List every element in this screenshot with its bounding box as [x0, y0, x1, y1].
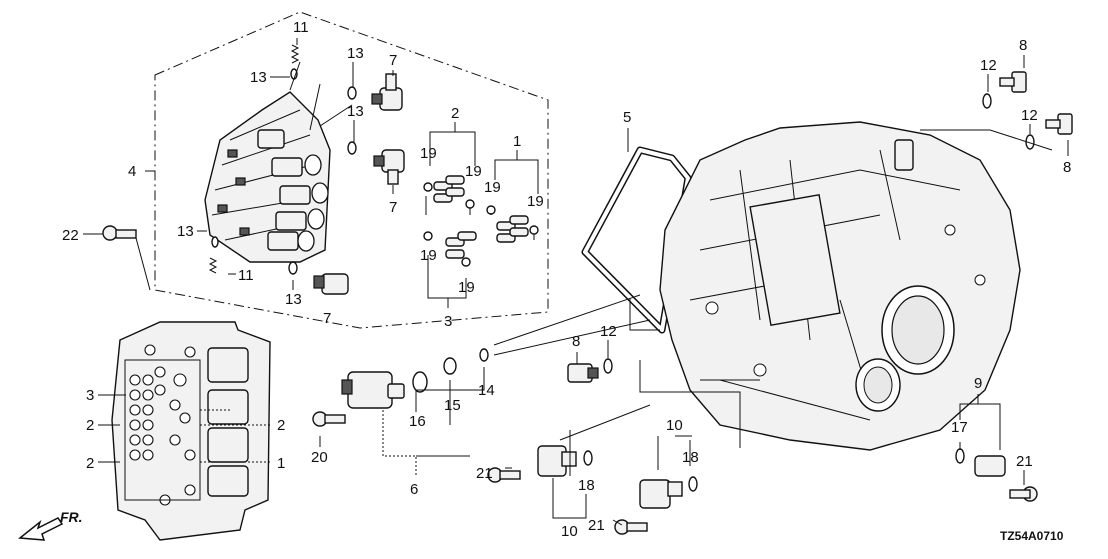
callout-13-upper: 13 — [347, 45, 364, 62]
callout-12-top: 12 — [980, 57, 997, 74]
pressure-switch-7-middle — [373, 149, 405, 185]
callout-22: 22 — [62, 227, 79, 244]
transmission-case — [659, 121, 1021, 451]
callout-3-upper: 3 — [444, 313, 452, 330]
callout-2-plan-right: 2 — [277, 417, 285, 434]
callout-19-a: 19 — [420, 145, 437, 162]
callout-13-lower: 13 — [285, 291, 302, 308]
callout-19-d: 19 — [527, 193, 544, 210]
washers-12 — [603, 93, 1035, 374]
diagram-code: TZ54A0710 — [1000, 529, 1064, 543]
callout-10-upper: 10 — [666, 417, 683, 434]
callout-13-middle: 13 — [347, 103, 364, 120]
callout-15: 15 — [444, 397, 461, 414]
spring-11-bottom — [208, 257, 218, 274]
o-rings-18 — [583, 450, 698, 492]
spring-11-top — [290, 44, 300, 64]
callout-2-plan-left-a: 2 — [86, 417, 94, 434]
callout-12-mid: 12 — [600, 323, 617, 340]
callout-19-f: 19 — [458, 279, 475, 296]
bolts-21 — [487, 467, 1038, 535]
callout-18-right: 18 — [682, 449, 699, 466]
callout-21-bottom: 21 — [588, 517, 605, 534]
valve-body-plan — [111, 321, 271, 541]
solenoid-assembly — [341, 371, 405, 409]
callout-7-upper: 7 — [389, 52, 397, 69]
valve-set-1 — [496, 215, 529, 243]
callout-7-lower: 7 — [323, 310, 331, 327]
callout-18-left: 18 — [578, 477, 595, 494]
direction-label: FR. — [60, 509, 83, 525]
callout-19-c: 19 — [484, 179, 501, 196]
callout-5: 5 — [623, 109, 631, 126]
callout-2-upper: 2 — [451, 105, 459, 122]
callout-3-plan: 3 — [86, 387, 94, 404]
callout-12-right: 12 — [1021, 107, 1038, 124]
pressure-switch-8-right — [1045, 113, 1073, 135]
callout-11-top: 11 — [293, 19, 309, 36]
speed-sensor-10-left — [537, 445, 577, 477]
callout-21-left: 21 — [476, 465, 493, 482]
callout-labels: 11 13 13 7 13 2 1 19 19 19 19 7 4 22 13 … — [60, 19, 1071, 543]
callout-2-plan-left-b: 2 — [86, 455, 94, 472]
sensor-9 — [955, 448, 1006, 477]
speed-sensor-10-right — [639, 479, 683, 509]
valve-body — [204, 91, 331, 263]
callout-6: 6 — [410, 481, 418, 498]
callout-1-plan-right: 1 — [277, 455, 285, 472]
leader-lines — [83, 38, 1069, 526]
callout-13-lower-left: 13 — [177, 223, 194, 240]
seals-14-15-16 — [412, 348, 489, 393]
bolt-20 — [312, 411, 346, 427]
valve-set-3 — [445, 231, 477, 259]
callout-19-e: 19 — [420, 247, 437, 264]
callout-11-bottom: 11 — [238, 267, 254, 284]
callout-16: 16 — [409, 413, 426, 430]
bolt-22 — [102, 225, 137, 241]
callout-17: 17 — [951, 419, 968, 436]
pressure-switch-8-top — [999, 71, 1027, 93]
pressure-switch-8-mid — [567, 363, 599, 383]
callout-14: 14 — [478, 382, 495, 399]
callout-4: 4 — [128, 163, 136, 180]
front-direction-arrow — [18, 517, 64, 541]
callout-8-top: 8 — [1019, 37, 1027, 54]
callout-10-lower: 10 — [561, 523, 578, 540]
callout-13-top-left: 13 — [250, 69, 267, 86]
callout-21-right: 21 — [1016, 453, 1033, 470]
callout-8-right: 8 — [1063, 159, 1071, 176]
callout-20: 20 — [311, 449, 328, 466]
o-rings-13 — [211, 68, 357, 275]
callout-1-upper: 1 — [513, 133, 521, 150]
valve-set-2 — [433, 175, 465, 203]
callout-9: 9 — [974, 375, 982, 392]
callout-19-b: 19 — [465, 163, 482, 180]
callout-7-middle: 7 — [389, 199, 397, 216]
callout-8-mid: 8 — [572, 333, 580, 350]
pressure-switch-7-lower — [313, 273, 349, 295]
pressure-switch-7-upper — [371, 73, 403, 111]
